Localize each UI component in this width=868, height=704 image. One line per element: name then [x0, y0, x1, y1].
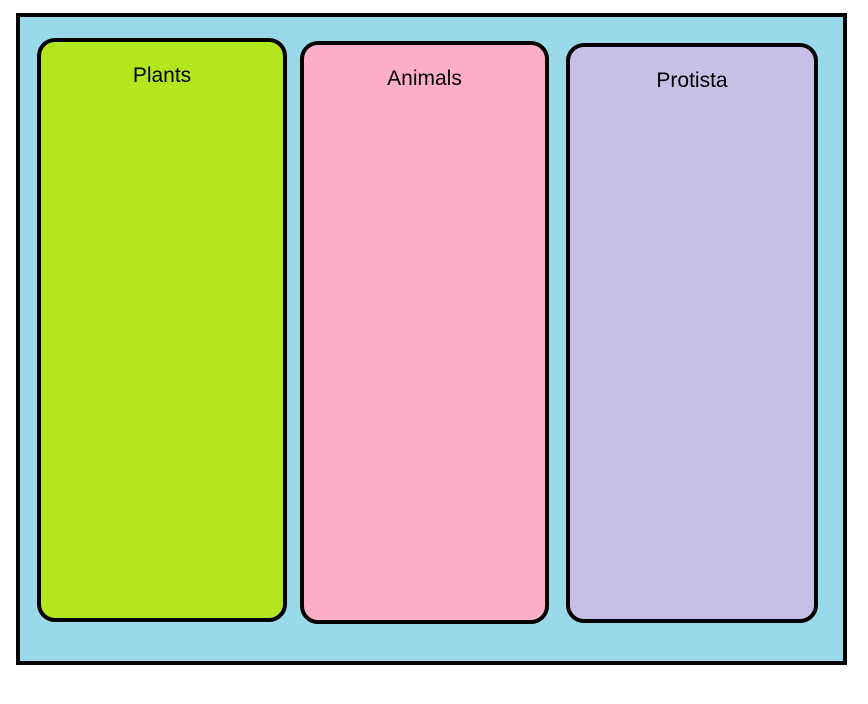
panel-protista-label: Protista: [656, 69, 728, 92]
panel-animals-label: Animals: [387, 67, 462, 90]
panel-animals[interactable]: Animals: [300, 41, 549, 624]
panel-protista[interactable]: Protista: [566, 43, 818, 623]
panel-plants[interactable]: Plants: [37, 38, 287, 622]
panel-plants-label: Plants: [132, 64, 192, 87]
classification-board: Plants Animals Protista: [16, 13, 847, 665]
